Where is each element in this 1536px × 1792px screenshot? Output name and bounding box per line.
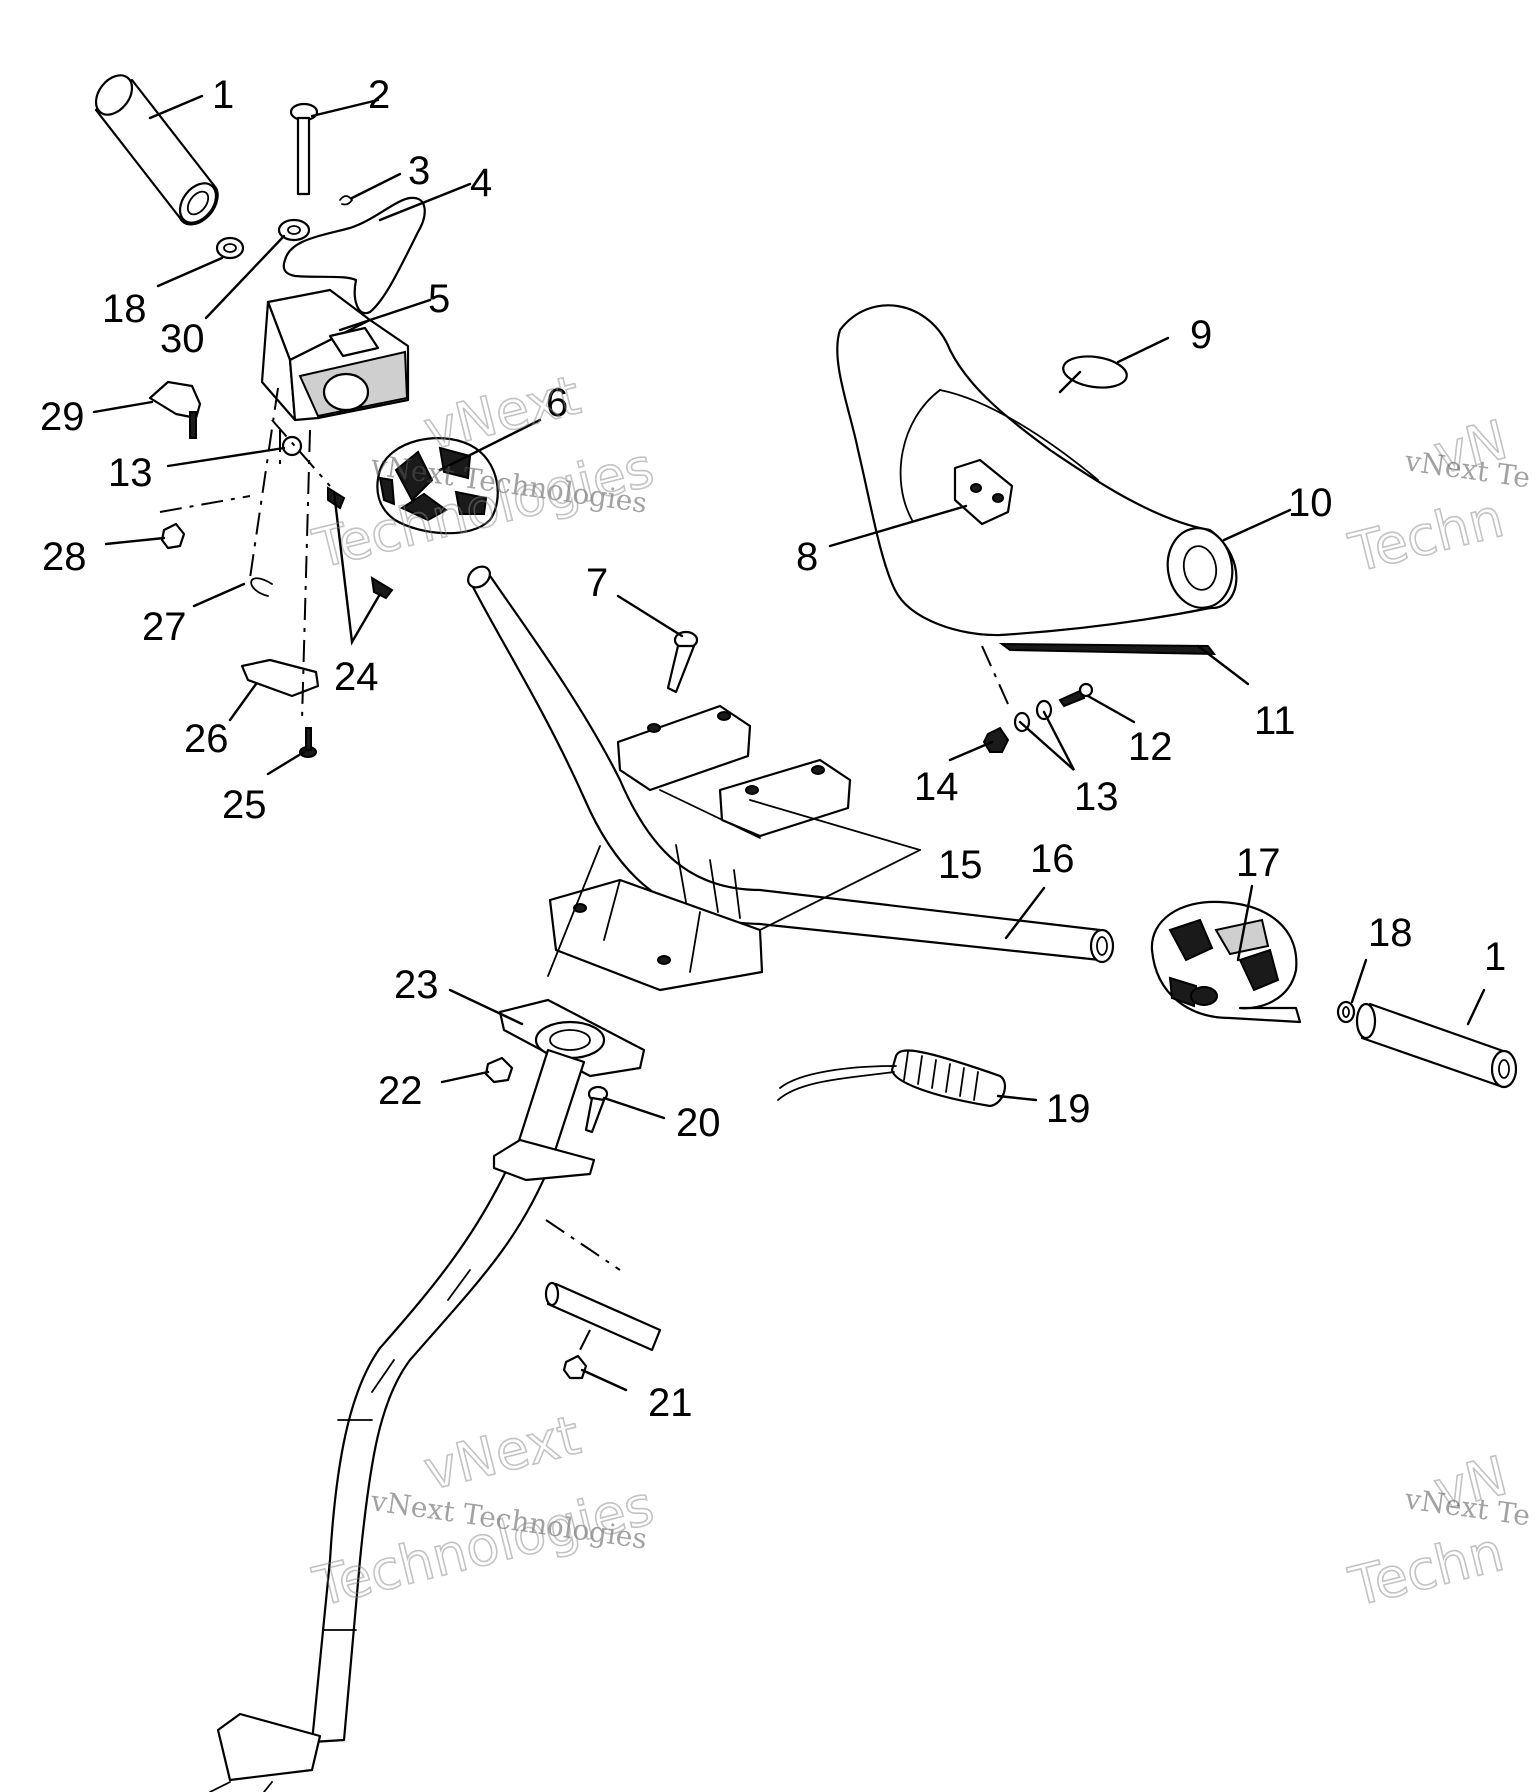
callout-29: 29 xyxy=(40,395,85,439)
callout-30: 30 xyxy=(160,317,205,361)
part-lower-clamp xyxy=(547,845,764,992)
part-19-heater-element xyxy=(777,1049,1007,1108)
part-18-bushing-right xyxy=(1336,1000,1356,1024)
part-7-bolt xyxy=(666,630,699,694)
watermark-partial-word: Techn xyxy=(1343,486,1510,585)
part-20-screw xyxy=(584,1085,609,1134)
part-27-clip xyxy=(250,577,273,597)
callout-15: 15 xyxy=(938,843,983,887)
part-17-throttle-housing xyxy=(1150,900,1302,1024)
callout-13b: 13 xyxy=(1074,775,1119,819)
callout-19: 19 xyxy=(1046,1087,1091,1131)
part-2-pin xyxy=(289,102,319,196)
callout-18b: 18 xyxy=(1368,911,1413,955)
callout-labels: 1 2 3 4 5 18 30 29 6 13 28 27 24 26 25 7… xyxy=(40,73,1506,1425)
watermark-partial-line: vNext Te xyxy=(1402,1482,1532,1532)
callout-6: 6 xyxy=(546,381,568,425)
part-steering-shaft xyxy=(209,1048,586,1792)
callout-11: 11 xyxy=(1254,699,1296,743)
assembly-line-pad xyxy=(981,645,1009,705)
callout-22: 22 xyxy=(378,1069,423,1113)
watermark-bottom-right: vN vNext Te Techn xyxy=(1342,1443,1532,1619)
callout-18: 18 xyxy=(102,287,147,331)
part-1-grip-left xyxy=(94,74,219,226)
callout-9: 9 xyxy=(1190,313,1212,357)
part-28-nut xyxy=(160,522,186,550)
assembly-lines-left xyxy=(159,387,331,721)
callout-27: 27 xyxy=(142,605,187,649)
callout-13: 13 xyxy=(108,451,153,495)
callout-2: 2 xyxy=(368,73,390,117)
watermark-brand: vNext xyxy=(418,1403,586,1502)
part-15-upper-clamp xyxy=(616,704,921,931)
part-26-cover-plate xyxy=(240,658,320,698)
callout-17: 17 xyxy=(1236,841,1281,885)
callout-12: 12 xyxy=(1128,725,1173,769)
part-6-switch-housing xyxy=(376,437,499,535)
callout-21: 21 xyxy=(648,1381,693,1425)
part-5-housing xyxy=(260,288,410,422)
callout-10: 10 xyxy=(1288,481,1333,525)
part-3-clip xyxy=(339,195,354,206)
part-1-grip-right xyxy=(1355,1002,1518,1089)
part-30-washer xyxy=(277,218,311,242)
part-9-oval-cap xyxy=(1062,355,1128,389)
callout-25: 25 xyxy=(222,783,267,827)
part-25-screw xyxy=(299,727,317,758)
part-20-mount-bracket xyxy=(492,1138,596,1182)
callout-20: 20 xyxy=(676,1101,721,1145)
callout-26: 26 xyxy=(184,717,229,761)
callout-5: 5 xyxy=(428,277,450,321)
part-16-handlebar xyxy=(467,565,1115,964)
part-21-pin xyxy=(544,1281,662,1380)
part-4-lever xyxy=(282,196,426,315)
callout-1: 1 xyxy=(212,73,234,117)
part-10-handlebar-pad xyxy=(836,304,1238,637)
callout-8: 8 xyxy=(796,535,818,579)
callout-16: 16 xyxy=(1030,837,1075,881)
watermark-top-right: vN vNext Te Techn xyxy=(1342,407,1532,585)
watermark-brand: vNext xyxy=(418,363,586,462)
callout-24: 24 xyxy=(334,655,379,699)
part-24-screws xyxy=(327,486,394,600)
part-12-13-14-hardware xyxy=(982,682,1094,753)
callout-28: 28 xyxy=(42,535,87,579)
callout-14: 14 xyxy=(914,765,959,809)
part-22-nut xyxy=(484,1056,514,1084)
leader-lines xyxy=(92,94,1486,1392)
callout-3: 3 xyxy=(408,149,430,193)
part-18-bushing-left xyxy=(215,236,245,260)
part-13-ball-left xyxy=(281,435,303,457)
callout-23: 23 xyxy=(394,963,439,1007)
part-23-steering-plate xyxy=(498,998,646,1078)
callout-7: 7 xyxy=(586,561,608,605)
callout-1b: 1 xyxy=(1484,935,1506,979)
assembly-lines-column xyxy=(545,1219,621,1355)
callout-4: 4 xyxy=(470,161,492,205)
watermark-partial-word: Techn xyxy=(1343,1520,1510,1619)
part-29-bracket xyxy=(148,380,202,439)
part-11-strip xyxy=(998,642,1217,656)
watermark-partial-line: vNext Te xyxy=(1402,444,1532,494)
